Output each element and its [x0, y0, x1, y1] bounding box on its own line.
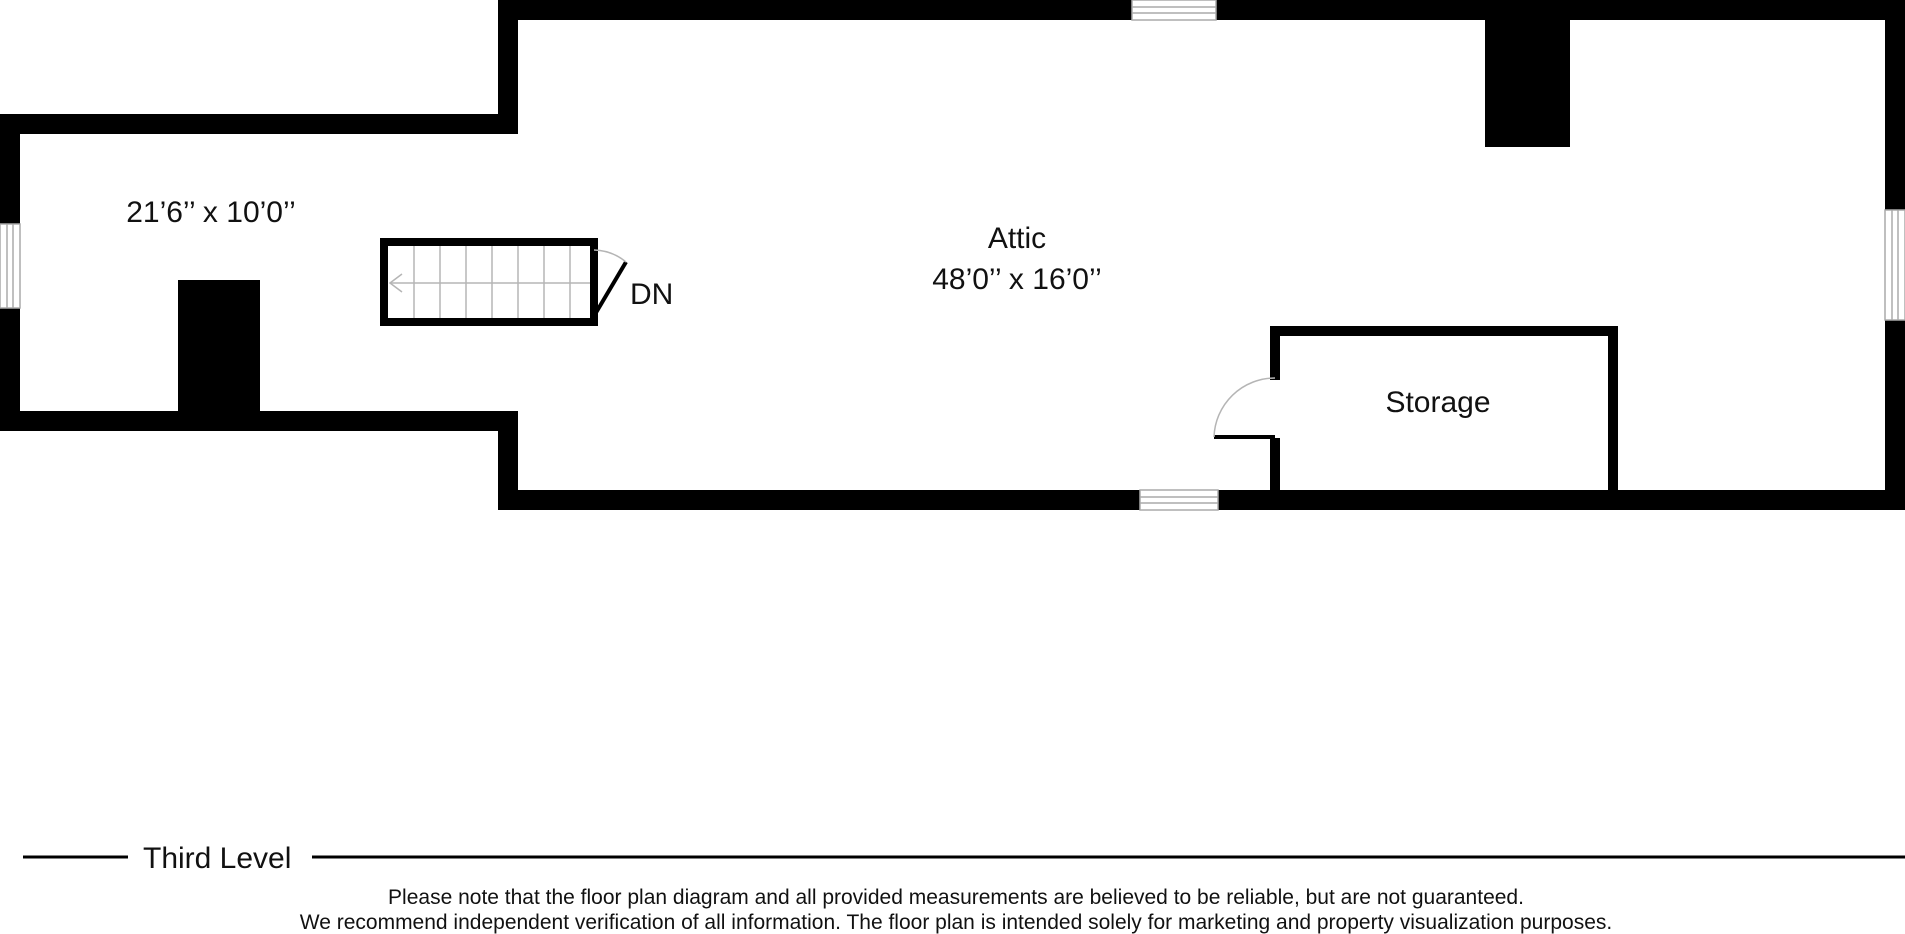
storage-door: [1213, 377, 1276, 439]
storage-wall-right: [1608, 326, 1618, 500]
window-top: [1131, 0, 1217, 21]
wall-top-left: [498, 0, 1132, 20]
storage-wall-top: [1270, 326, 1618, 336]
stairs-down-label: DN: [630, 278, 673, 311]
level-name: Third Level: [143, 842, 291, 875]
stair-gate: [592, 249, 628, 318]
storage-wall-left-upper: [1270, 326, 1280, 380]
disclaimer-line-2: We recommend independent verification of…: [300, 911, 1612, 934]
wall-step-lower-vertical: [498, 411, 518, 510]
exterior-walls: [0, 0, 1905, 510]
disclaimer-line-1: Please note that the floor plan diagram …: [388, 886, 1524, 909]
wall-right-lower: [1885, 320, 1905, 510]
window-right: [1884, 209, 1905, 321]
stairs: DN: [380, 238, 673, 326]
wall-left-room-top: [0, 114, 518, 134]
window-bottom: [1139, 489, 1219, 511]
wall-right-upper: [1885, 0, 1905, 210]
wall-left-lower: [0, 308, 20, 430]
window-left: [0, 223, 21, 309]
left-room-dimensions: 21’6’’ x 10’0’’: [126, 196, 296, 229]
stair-direction-arrow: [388, 273, 590, 293]
wall-left-upper: [0, 114, 20, 224]
windows: [0, 0, 1905, 511]
wall-bottom-left: [498, 490, 1140, 510]
wall-top-right: [1216, 0, 1905, 20]
storage-wall-left-lower: [1270, 438, 1280, 500]
stair-treads: [413, 246, 571, 318]
attic-name: Attic: [988, 222, 1046, 255]
wall-bottom-right: [1218, 490, 1905, 510]
wall-step-upper-vertical: [498, 0, 518, 134]
level-title: Third Level: [23, 842, 1905, 875]
wall-left-room-bottom: [0, 411, 518, 431]
chimney-left: [178, 280, 260, 420]
storage-closet: [1270, 326, 1618, 500]
stair-well-outline: [380, 238, 598, 326]
storage-name: Storage: [1385, 386, 1490, 419]
attic-dimensions: 48’0’’ x 16’0’’: [932, 263, 1102, 296]
chimney-right: [1485, 15, 1570, 147]
